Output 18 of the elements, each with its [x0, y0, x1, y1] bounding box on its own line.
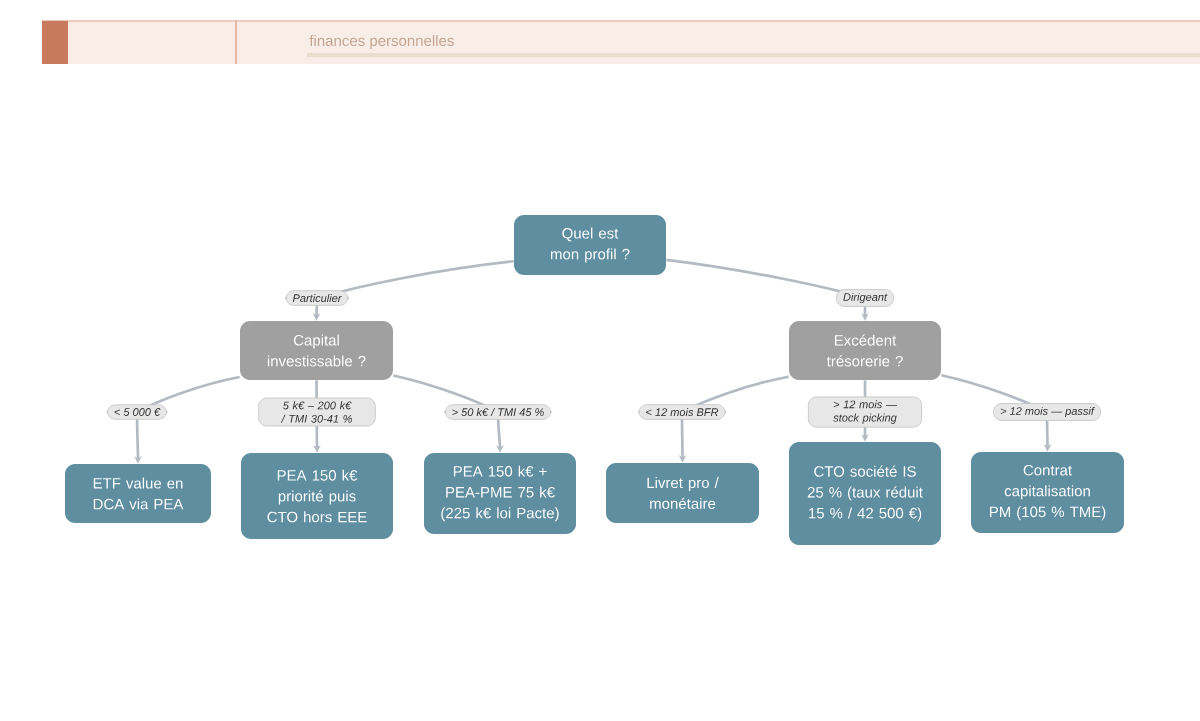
edge-label: < 12 mois BFR	[638, 404, 726, 420]
outcome-box: Contrat capitalisation PM (105 % TME)	[971, 452, 1124, 533]
edge-label: Particulier	[285, 290, 349, 306]
question-box: Quel est mon profil ?	[514, 215, 666, 275]
outcome-box: Livret pro / monétaire	[606, 463, 759, 523]
edge-label: > 12 mois — stock picking	[807, 396, 923, 428]
edge-label: 5 k€ – 200 k€ / TMI 30-41 %	[258, 397, 376, 427]
outcome-box: ETF value en DCA via PEA	[65, 464, 211, 523]
question-box: Excédent trésorerie ?	[789, 321, 941, 380]
outcome-box: PEA 150 k€ priorité puis CTO hors EEE	[241, 453, 393, 539]
tagline: finances personnelles	[309, 35, 454, 49]
edge-label: > 12 mois — passif	[993, 403, 1101, 421]
edge-label: < 5 000 €	[106, 404, 168, 420]
outcome-box: CTO société IS 25 % (taux réduit 15 % / 42 500 €)	[789, 442, 941, 545]
edge-label: Dirigeant	[835, 289, 895, 307]
outcome-box: PEA 150 k€ + PEA-PME 75 k€ (225 k€ loi Pacte)	[424, 453, 576, 534]
question-box: Capital investissable ?	[240, 321, 393, 380]
edge-label: > 50 k€ / TMI 45 %	[444, 404, 552, 420]
